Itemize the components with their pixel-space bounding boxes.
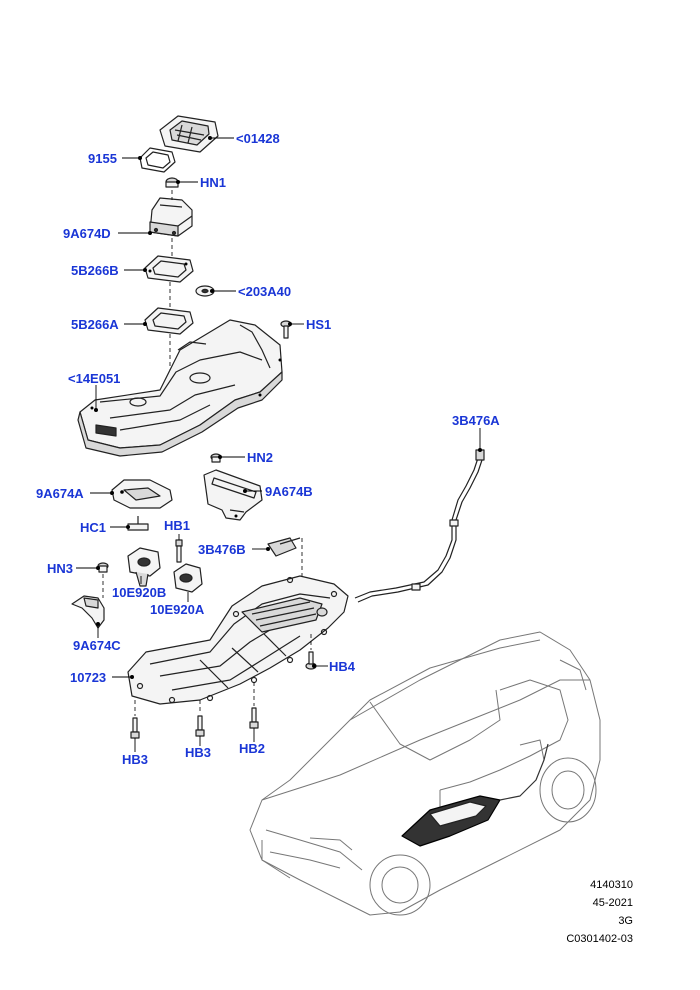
callout-5b266a[interactable]: 5B266A [71, 317, 119, 332]
callout-hb3-middle[interactable]: HB3 [185, 745, 212, 760]
leader-lines [76, 136, 482, 752]
clip-hc1-part [127, 516, 149, 531]
gasket-part [139, 147, 176, 173]
callout-10e920b[interactable]: 10E920B [112, 585, 167, 600]
gasket-5b266b-part [144, 255, 194, 283]
callout-9155[interactable]: 9155 [88, 151, 117, 166]
reference-number: 4140310 [590, 879, 633, 891]
bracket-9a674c-part [71, 595, 105, 629]
cable-3b476a-part [354, 449, 485, 603]
nut-hn3-part [97, 562, 109, 573]
vehicle-illustration [249, 631, 601, 916]
reference-date-code: 45-2021 [592, 897, 633, 909]
callout-10723[interactable]: 10723 [70, 670, 107, 685]
callout-hb3-left[interactable]: HB3 [122, 752, 149, 767]
cover-plate-part [159, 115, 219, 153]
bracket-9a674b-part [203, 469, 263, 521]
gasket-5b266a-part [144, 307, 194, 335]
callout-9a674c[interactable]: 9A674C [73, 638, 121, 653]
callout-14e051[interactable]: <14E051 [68, 371, 121, 386]
reference-illustration-id: C0301402-03 [566, 933, 633, 945]
callout-hn3[interactable]: HN3 [47, 561, 74, 576]
callout-203a40[interactable]: <203A40 [238, 284, 292, 299]
washer-203a40-part [195, 285, 215, 297]
shield-10723-part [127, 575, 349, 705]
callout-5b266b[interactable]: 5B266B [71, 263, 119, 278]
callout-hn2[interactable]: HN2 [247, 450, 274, 465]
bracket-9a674a-part [111, 479, 173, 509]
callout-hn1[interactable]: HN1 [200, 175, 227, 190]
bolt-hb2-part [249, 707, 259, 729]
bolt-hb1-part [175, 539, 183, 563]
bolt-hb3b-part [195, 715, 205, 737]
callout-9a674b[interactable]: 9A674B [265, 484, 313, 499]
callout-01428[interactable]: <01428 [236, 131, 280, 146]
housing-9a674d-part [149, 197, 193, 237]
nut-hn2-part [210, 453, 222, 463]
tray-14e051-part [77, 319, 283, 457]
sensor-10e920b-part [127, 547, 161, 587]
callout-hb2[interactable]: HB2 [239, 741, 266, 756]
callout-hb4[interactable]: HB4 [329, 659, 356, 674]
callout-3b476b[interactable]: 3B476B [198, 542, 246, 557]
reference-variant: 3G [618, 915, 633, 927]
callout-3b476a[interactable]: 3B476A [452, 413, 500, 428]
callout-9a674d[interactable]: 9A674D [63, 226, 111, 241]
callout-hb1[interactable]: HB1 [164, 518, 191, 533]
connector-3b476b-part [267, 537, 301, 557]
callout-10e920a[interactable]: 10E920A [150, 602, 205, 617]
sensor-10e920a-part [173, 563, 203, 593]
callout-hc1[interactable]: HC1 [80, 520, 107, 535]
callout-9a674a[interactable]: 9A674A [36, 486, 84, 501]
bolt-hb3-part [130, 717, 140, 739]
callout-hs1[interactable]: HS1 [306, 317, 332, 332]
